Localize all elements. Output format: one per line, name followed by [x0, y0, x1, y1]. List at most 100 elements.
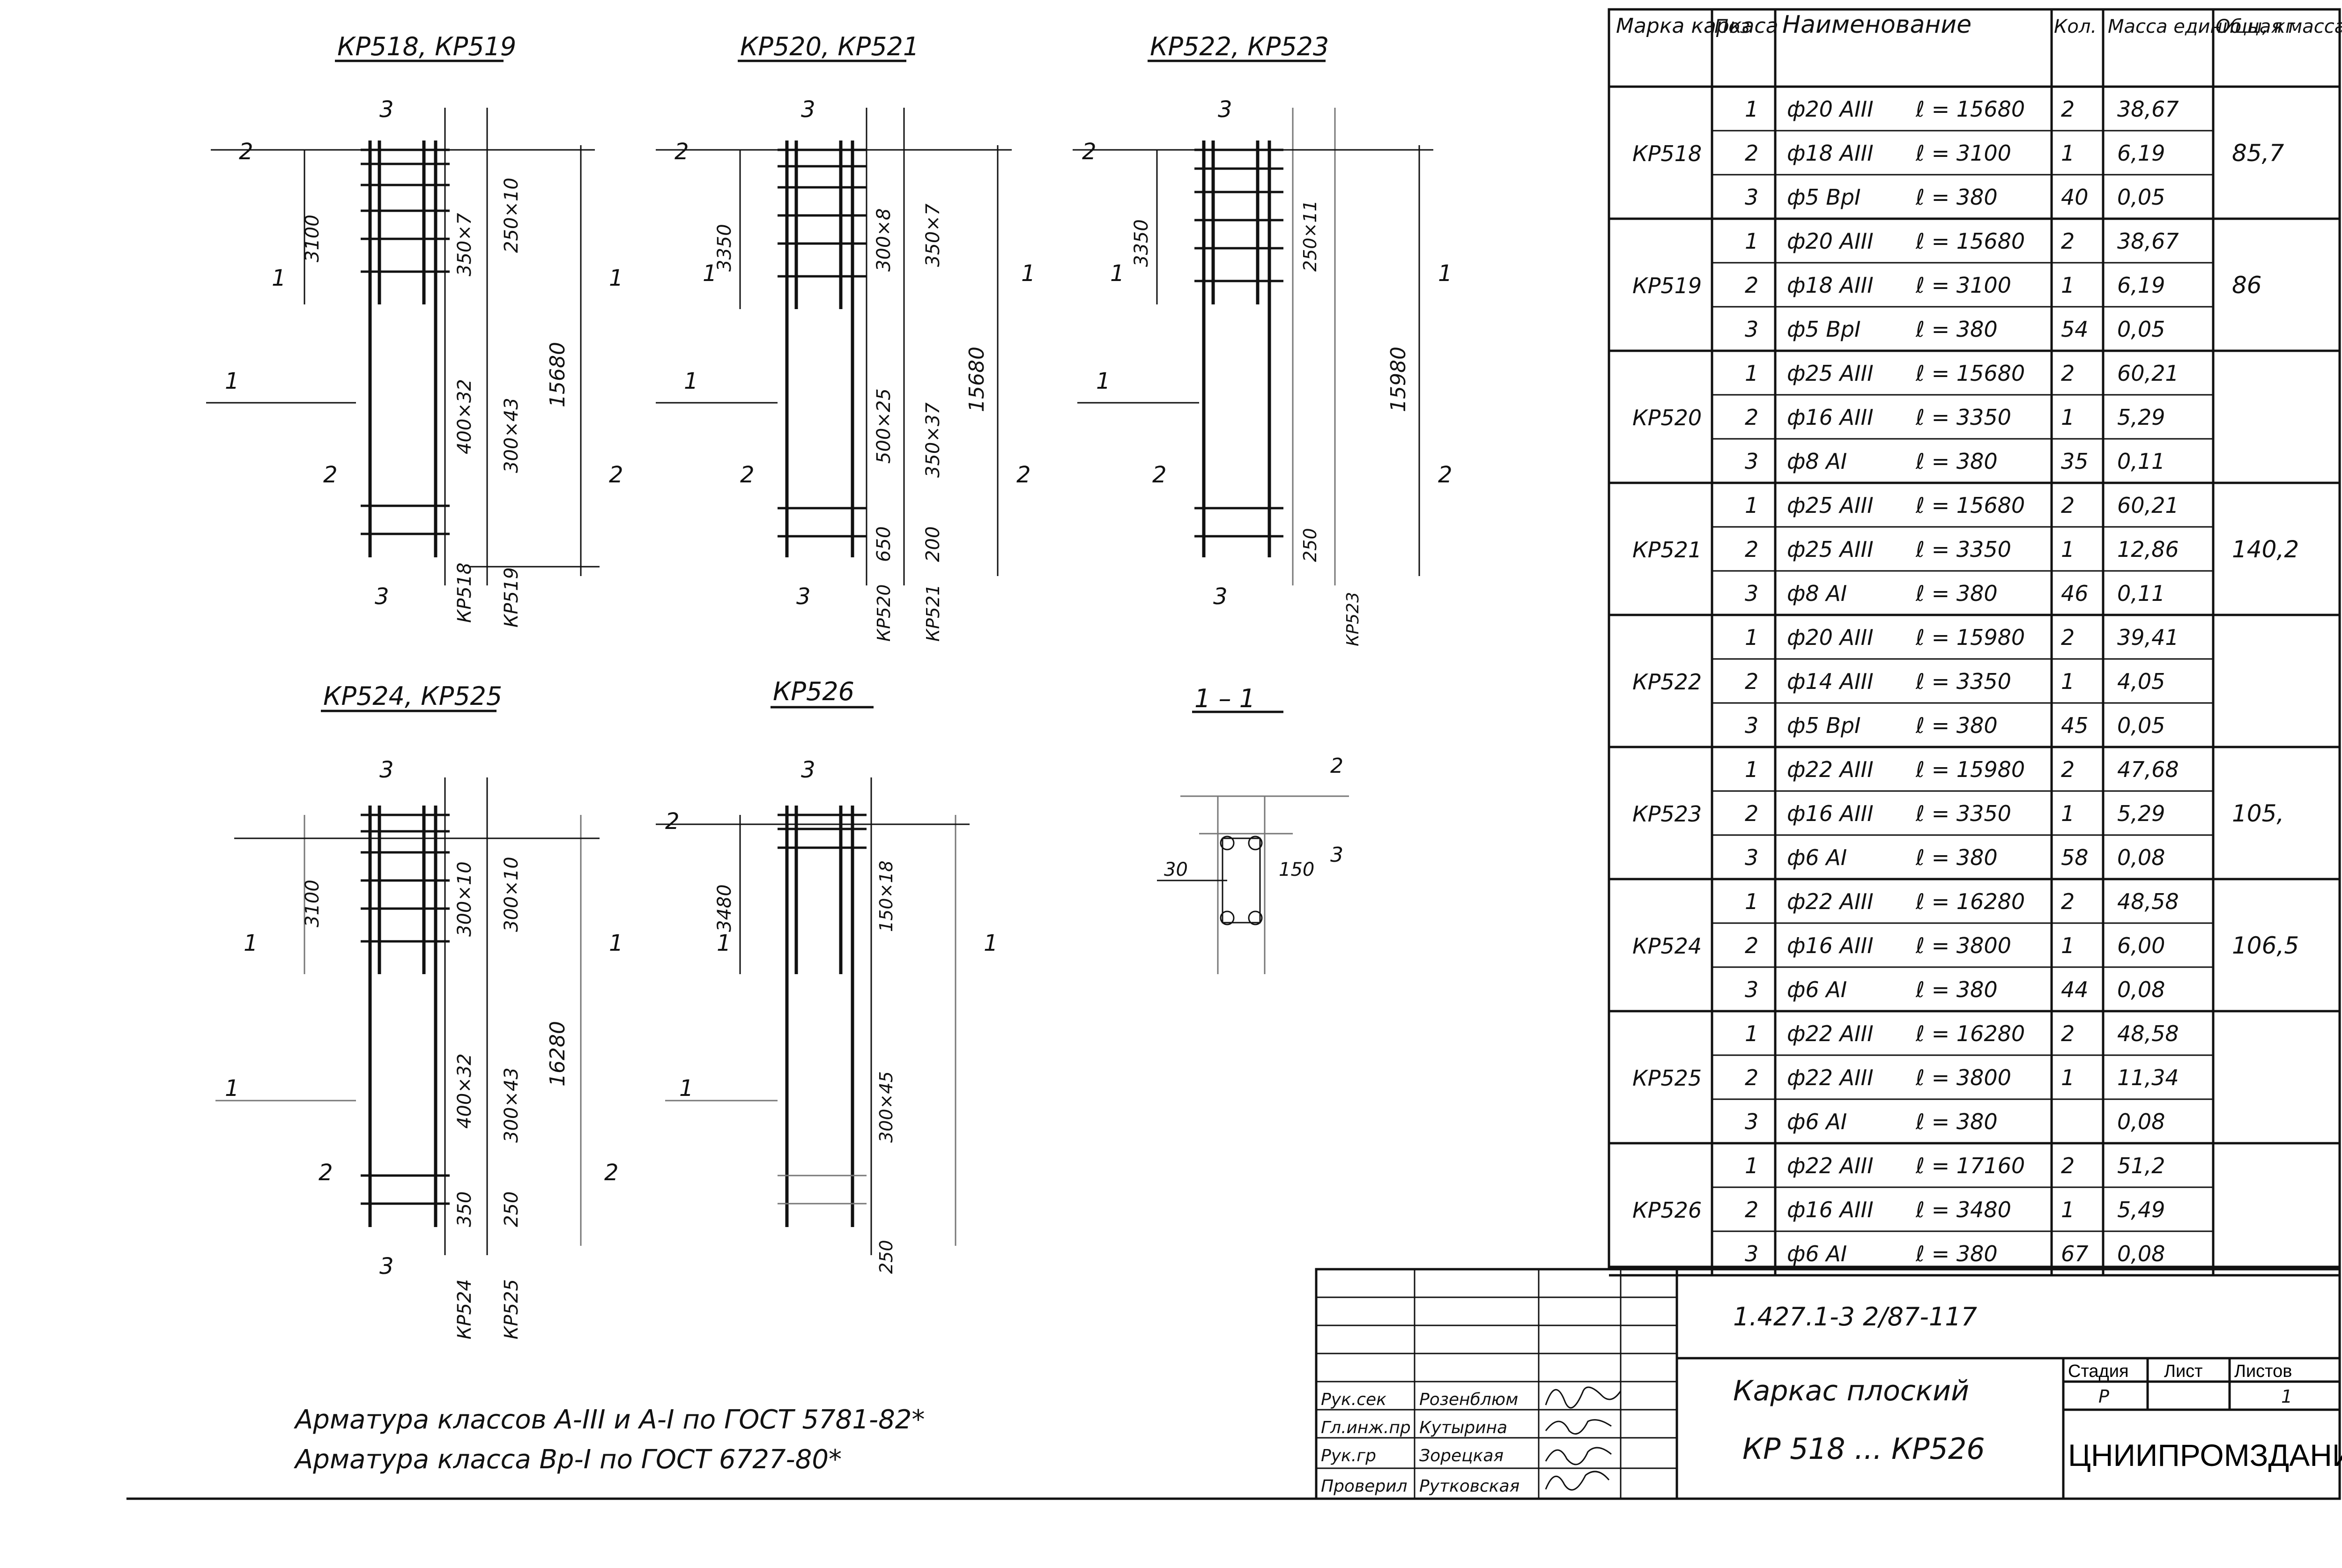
mark-kp518: КР518: [454, 562, 475, 623]
title-kp524-kp525: КР524, КР525: [323, 681, 502, 711]
title-block: Рук.сек Гл.инж.пр Рук.гр Проверил Розенб…: [1315, 1268, 2342, 1500]
title-kp518-kp519: КР518, КР519: [337, 32, 516, 61]
dim-250: 250: [1300, 528, 1320, 562]
length-cell: ℓ = 3800: [1915, 933, 2011, 958]
pos-cell: 2: [1745, 273, 1758, 298]
unit-mass-cell: 11,34: [2117, 1065, 2179, 1090]
pos-cell: 1: [1745, 1153, 1758, 1178]
unit-mass-cell: 38,67: [2117, 229, 2179, 254]
length-cell: ℓ = 380: [1915, 317, 1998, 342]
unit-mass-cell: 4,05: [2117, 669, 2165, 694]
unit-mass-cell: 48,58: [2117, 1021, 2179, 1046]
mark-1: 1: [225, 1075, 239, 1102]
pos-cell: 1: [1745, 889, 1758, 914]
role-1: Рук.сек: [1321, 1390, 1386, 1409]
mark-kp524: КР524: [454, 1279, 475, 1339]
unit-mass-cell: 47,68: [2117, 757, 2179, 782]
signature-3: [1545, 1447, 1612, 1465]
mark-3: 3: [801, 96, 815, 123]
length-cell: ℓ = 3350: [1915, 537, 2011, 562]
mark-3: 3: [375, 584, 389, 610]
unit-mass-cell: 5,49: [2117, 1197, 2165, 1222]
unit-mass-cell: 5,29: [2117, 405, 2165, 430]
mark-3: 3: [1330, 843, 1343, 867]
unit-mass-cell: 0,05: [2117, 317, 2165, 342]
qty-cell: 1: [2061, 273, 2075, 298]
header-unit-mass: Масса единицы, кг: [2108, 16, 2296, 37]
unit-mass-cell: 60,21: [2117, 361, 2179, 386]
pos-cell: 2: [1745, 801, 1758, 826]
length-cell: ℓ = 15980: [1915, 757, 2025, 782]
dim-300x43: 300×43: [501, 398, 522, 473]
cage-mark-cell: КР526: [1632, 1198, 1702, 1223]
mark-2: 2: [604, 1160, 619, 1186]
pos-cell: 1: [1745, 96, 1758, 122]
dim-150: 150: [1279, 859, 1314, 880]
length-cell: ℓ = 380: [1915, 1241, 1998, 1266]
bar-cell: ф18 АIII: [1787, 141, 1874, 166]
mark-1: 1: [1110, 260, 1125, 287]
pos-cell: 1: [1745, 625, 1758, 650]
pos-cell: 2: [1745, 1065, 1758, 1090]
bar-cell: ф20 АIII: [1787, 625, 1874, 650]
length-cell: ℓ = 15980: [1915, 625, 2025, 650]
length-cell: ℓ = 15680: [1915, 493, 2025, 518]
mark-3: 3: [801, 757, 815, 783]
mark-2: 2: [1016, 462, 1031, 488]
unit-mass-cell: 0,11: [2117, 449, 2165, 474]
mark-3: 3: [379, 96, 394, 123]
mark-2: 2: [1438, 462, 1453, 488]
pos-cell: 2: [1745, 537, 1758, 562]
role-3: Рук.гр: [1321, 1446, 1376, 1465]
bar-cell: ф16 АIII: [1787, 1197, 1874, 1222]
title-kp520-kp521: КР520, КР521: [740, 32, 919, 61]
unit-mass-cell: 39,41: [2117, 625, 2179, 650]
dim-300x45: 300×45: [876, 1071, 897, 1143]
cage-kp522-kp523: КР522, КР523 3350 250×11 15980 250 КР523…: [1073, 32, 1453, 646]
title-kp526: КР526: [773, 677, 854, 706]
bar-cell: ф22 АIII: [1787, 757, 1874, 782]
bar-cell: ф25 АIII: [1787, 361, 1874, 386]
length-cell: ℓ = 15680: [1915, 96, 2025, 122]
unit-mass-cell: 6,19: [2117, 273, 2165, 298]
pos-cell: 2: [1745, 405, 1758, 430]
length-cell: ℓ = 15680: [1915, 361, 2025, 386]
mark-1: 1: [1021, 260, 1036, 287]
pos-cell: 1: [1745, 493, 1758, 518]
qty-cell: 45: [2061, 713, 2089, 738]
cage-mark-cell: КР520: [1632, 405, 1702, 430]
total-mass-cell: 85,7: [2232, 140, 2284, 167]
cage-kp518-kp519: КР518, КР519 3100 350×7 250×10 400×32 30…: [206, 32, 623, 628]
name-1: Розенблюм: [1419, 1390, 1518, 1409]
mark-2: 2: [239, 139, 253, 165]
mark-2: 2: [1330, 754, 1343, 778]
unit-mass-cell: 5,29: [2117, 801, 2165, 826]
dim-200: 200: [922, 526, 944, 562]
mark-1: 1: [684, 368, 698, 394]
qty-cell: 2: [2061, 625, 2075, 650]
mark-3: 3: [379, 1253, 394, 1280]
length-cell: ℓ = 380: [1915, 581, 1998, 606]
pos-cell: 1: [1745, 361, 1758, 386]
pos-cell: 2: [1745, 141, 1758, 166]
unit-mass-cell: 0,05: [2117, 713, 2165, 738]
bar-cell: ф25 АIII: [1787, 493, 1874, 518]
qty-cell: 35: [2061, 449, 2089, 474]
title-section-1-1: 1 – 1: [1194, 684, 1255, 713]
length-cell: ℓ = 15680: [1915, 229, 2025, 254]
qty-cell: 1: [2061, 141, 2075, 166]
mark-2: 2: [609, 462, 623, 488]
mark-1: 1: [225, 368, 239, 394]
dim-3100: 3100: [302, 214, 323, 262]
dim-3100: 3100: [302, 880, 323, 927]
sheets-value: 1: [2281, 1386, 2292, 1407]
cage-kp526: КР526 3480 150×18 300×45 250 3 2 1 1 1: [656, 677, 998, 1274]
qty-cell: 1: [2061, 537, 2075, 562]
cage-mark-cell: КР519: [1632, 273, 1702, 298]
bar-cell: ф22 АIII: [1787, 1065, 1874, 1090]
bar-cell: ф25 АIII: [1787, 537, 1874, 562]
qty-cell: 67: [2061, 1241, 2089, 1266]
unit-mass-cell: 60,21: [2117, 493, 2179, 518]
pos-cell: 3: [1745, 977, 1758, 1002]
dim-250: 250: [876, 1240, 897, 1274]
